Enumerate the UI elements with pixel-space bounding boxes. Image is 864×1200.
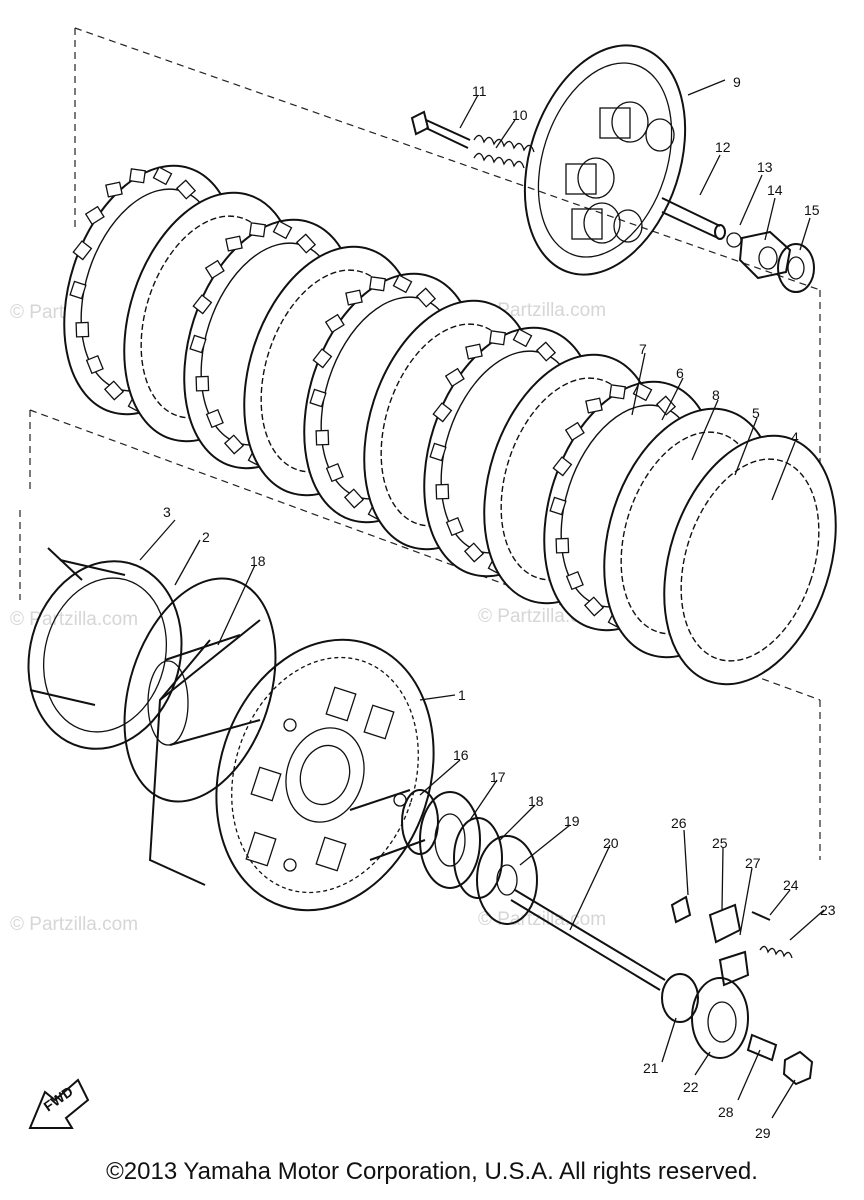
nut-and-washer [738, 230, 815, 293]
callout-16: 16 [453, 747, 469, 763]
push-rod [510, 889, 666, 991]
watermark: © Partzilla.com [10, 914, 138, 935]
callout-24: 24 [783, 877, 799, 893]
callout-28: 28 [718, 1104, 734, 1120]
spring-and-bolt [410, 110, 535, 169]
callout-5: 5 [752, 405, 760, 421]
ball [726, 232, 742, 248]
callout-18b: 18 [528, 793, 544, 809]
callout-17: 17 [490, 769, 506, 785]
thrust-plate [453, 817, 503, 899]
pressure-plate [523, 44, 687, 276]
callout-10: 10 [512, 107, 528, 123]
callout-12: 12 [715, 139, 731, 155]
push-lever [691, 977, 749, 1059]
watermark: © Partzilla.com [10, 609, 138, 630]
callout-11: 11 [472, 83, 487, 99]
callout-14: 14 [767, 182, 783, 198]
callout-22: 22 [683, 1079, 699, 1095]
callout-18: 18 [250, 553, 266, 569]
ball-2 [661, 973, 699, 1023]
callout-23: 23 [820, 902, 836, 918]
callout-20: 20 [603, 835, 619, 851]
leader-lines [139, 79, 825, 1119]
callout-numbers: 1 2 3 4 5 6 7 8 9 10 11 12 13 14 15 16 1… [163, 74, 836, 1141]
push-rod-parts [349, 789, 814, 1086]
callout-26: 26 [671, 815, 687, 831]
bearing [419, 791, 481, 889]
callout-21: 21 [643, 1060, 659, 1076]
callout-25: 25 [712, 835, 728, 851]
callout-27: 27 [745, 855, 761, 871]
lever-bracket [708, 903, 742, 944]
clutch-housing [148, 619, 435, 912]
pressure-rod [661, 197, 742, 248]
callout-4: 4 [791, 429, 799, 445]
callout-1: 1 [458, 687, 466, 703]
clutch-plate [663, 434, 837, 686]
copyright-notice: ©2013 Yamaha Motor Corporation, U.S.A. A… [106, 1158, 758, 1185]
callout-8: 8 [712, 387, 720, 403]
callout-9: 9 [733, 74, 741, 90]
thrust-washer [476, 835, 538, 925]
callout-3: 3 [163, 504, 171, 520]
callout-13: 13 [757, 159, 773, 175]
bush [401, 789, 439, 855]
callout-15: 15 [804, 202, 820, 218]
callout-7: 7 [639, 341, 647, 357]
callout-2: 2 [202, 529, 210, 545]
o-ring [123, 577, 277, 803]
fwd-arrow: FWD [28, 1078, 90, 1129]
callout-29: 29 [755, 1125, 771, 1141]
clutch-plate-stack [63, 164, 837, 686]
callout-6: 6 [676, 365, 684, 381]
callout-19: 19 [564, 813, 580, 829]
sleeve [147, 634, 261, 746]
clutch-boss [27, 547, 277, 803]
adjust-spring [759, 945, 793, 959]
